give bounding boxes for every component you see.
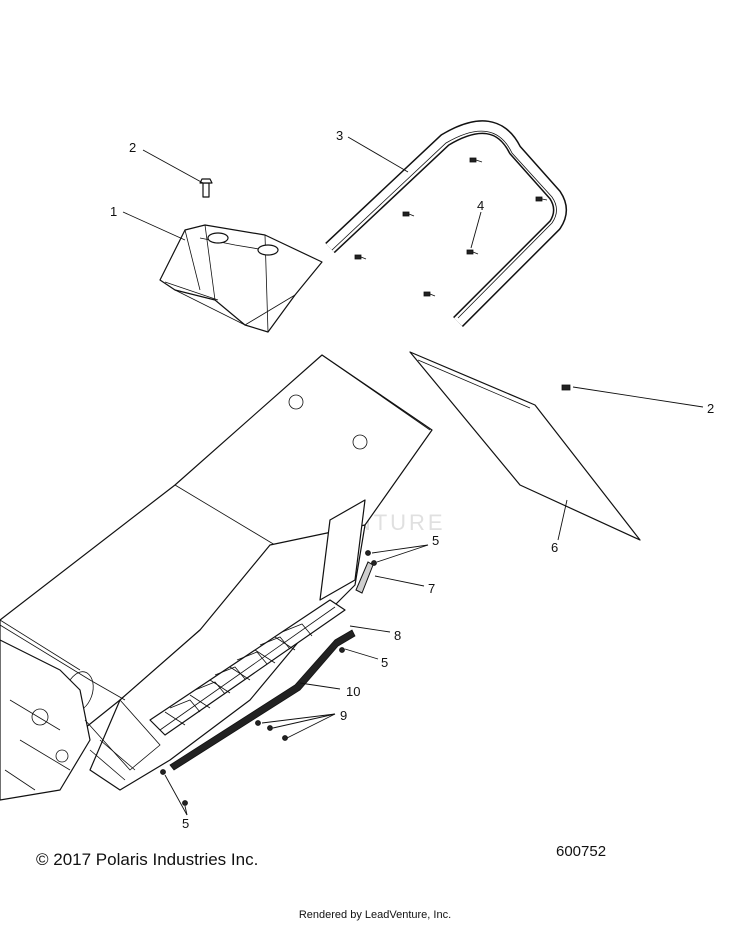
part-5-fastener-mid[interactable] (339, 647, 345, 653)
callout-2-flap: 2 (707, 401, 714, 416)
part-2-bolt-top[interactable] (199, 178, 213, 198)
part-5-fasteners-lower[interactable] (160, 769, 188, 806)
callout-3: 3 (336, 128, 343, 143)
callout-4: 4 (477, 198, 484, 213)
diagram-number: 600752 (556, 843, 607, 860)
rendered-by-credit: Rendered by LeadVenture, Inc. (298, 909, 452, 921)
part-5-fasteners-upper[interactable] (365, 550, 377, 566)
callout-7: 7 (428, 581, 435, 596)
part-3-handle-loop[interactable] (325, 120, 567, 327)
leader-lines (122, 136, 704, 816)
copyright-notice: © 2017 Polaris Industries Inc. (36, 850, 259, 869)
part-4-screws[interactable] (354, 157, 548, 297)
callout-5-upper: 5 (432, 533, 439, 548)
part-10-running-board[interactable] (149, 599, 346, 736)
part-1-bracket[interactable] (159, 224, 323, 333)
callout-9: 9 (340, 708, 347, 723)
callout-5-lower: 5 (182, 816, 189, 831)
callout-labels: 1 2 3 4 2 6 5 7 8 5 10 9 5 (110, 128, 714, 831)
part-8-runner[interactable] (169, 629, 356, 771)
callout-2-top: 2 (129, 140, 136, 155)
callout-8: 8 (394, 628, 401, 643)
part-9-fasteners[interactable] (255, 720, 288, 741)
callout-10: 10 (346, 684, 360, 699)
callout-5-mid: 5 (381, 655, 388, 670)
callout-1: 1 (110, 204, 117, 219)
part-6-flap[interactable] (409, 351, 641, 541)
part-2-bolt-flap[interactable] (561, 384, 571, 391)
callout-6: 6 (551, 540, 558, 555)
